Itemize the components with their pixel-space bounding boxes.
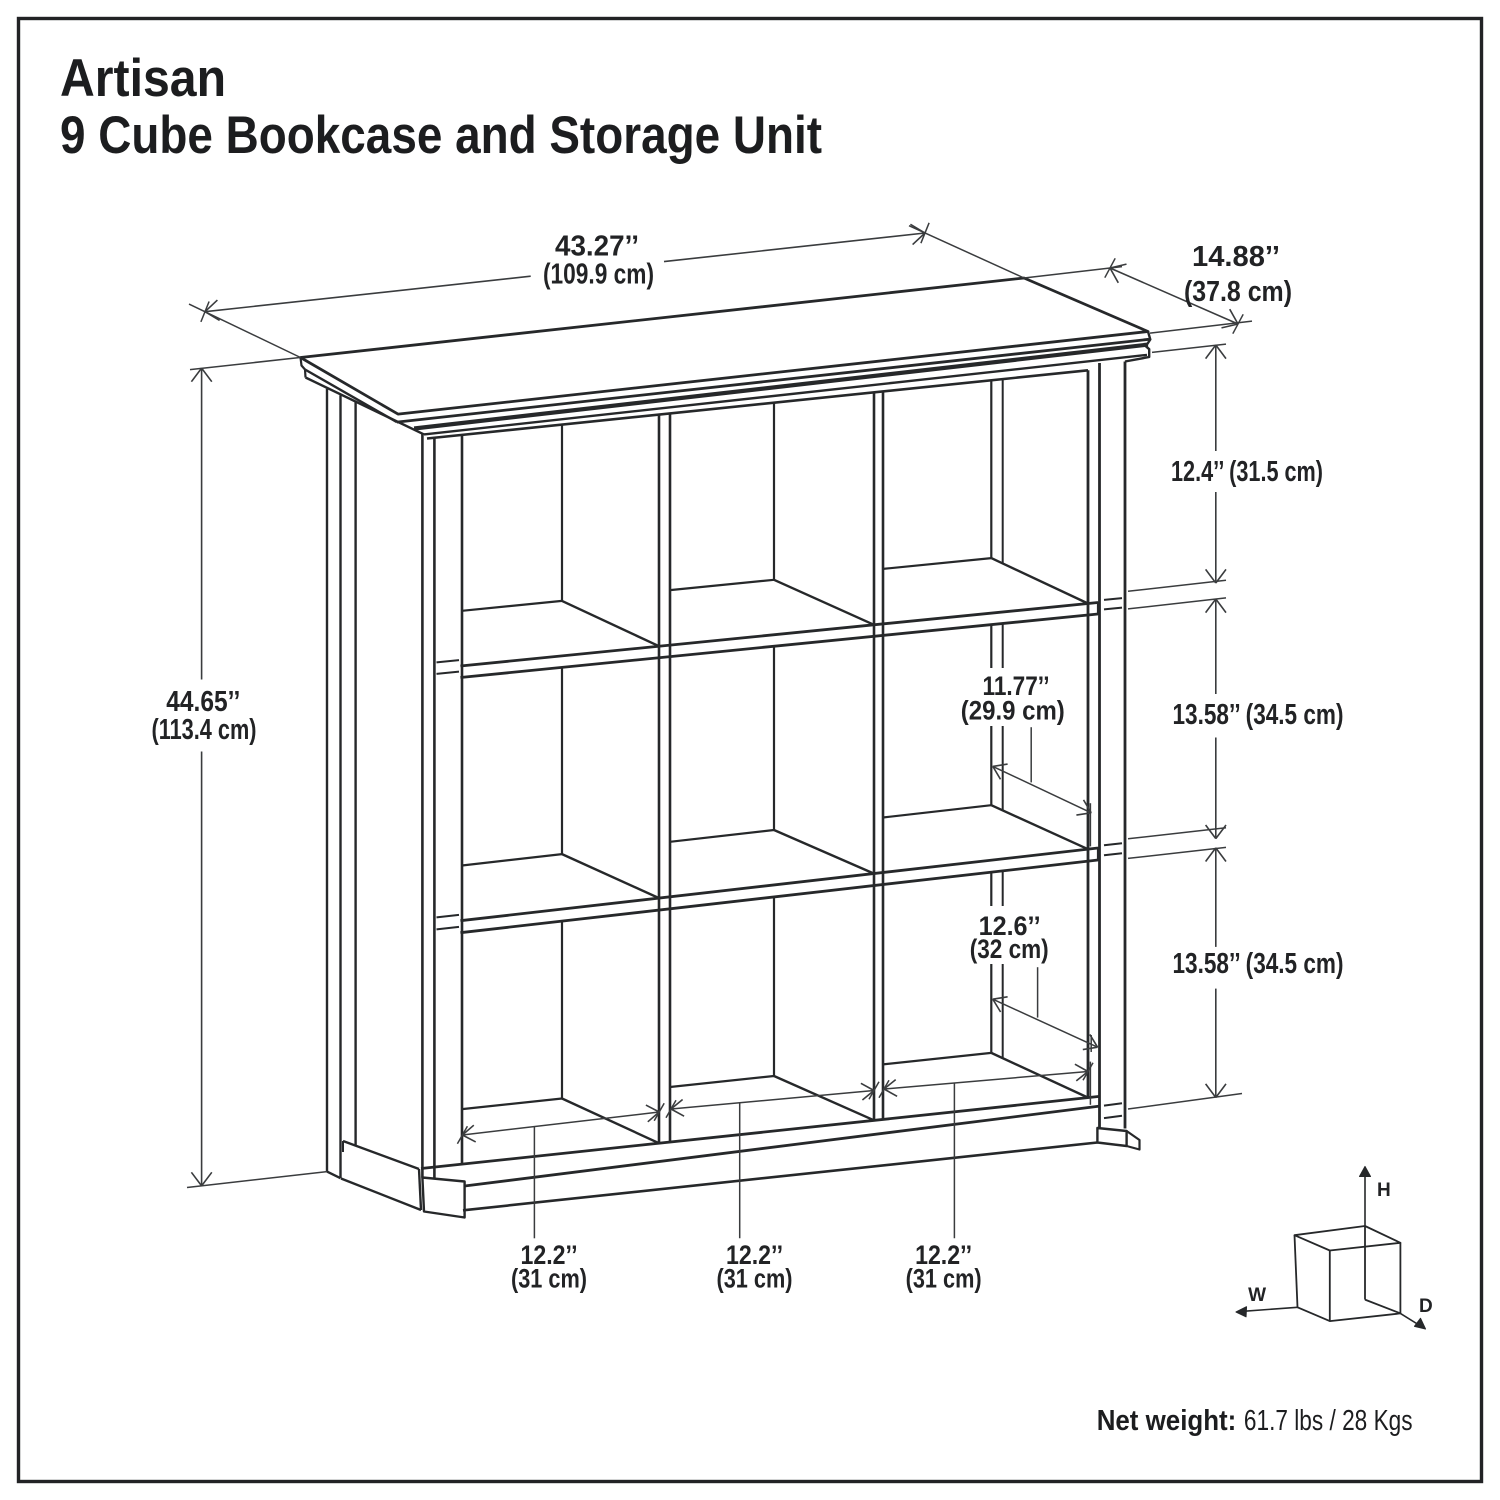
svg-text:(29.9 cm): (29.9 cm) — [961, 696, 1065, 726]
svg-text:(37.8 cm): (37.8 cm) — [1184, 276, 1292, 308]
svg-text:43.27’’: 43.27’’ — [555, 231, 639, 263]
svg-text:H: H — [1377, 1180, 1391, 1201]
svg-text:12.4’’ (31.5 cm): 12.4’’ (31.5 cm) — [1171, 456, 1323, 488]
svg-text:61.7 lbs / 28 Kgs: 61.7 lbs / 28 Kgs — [1244, 1405, 1413, 1437]
svg-text:13.58’’ (34.5 cm): 13.58’’ (34.5 cm) — [1173, 699, 1344, 731]
svg-text:W: W — [1248, 1285, 1266, 1306]
svg-text:Net weight:: Net weight: — [1097, 1405, 1237, 1437]
svg-text:12.2’’: 12.2’’ — [521, 1240, 578, 1270]
svg-text:44.65’’: 44.65’’ — [166, 686, 240, 718]
svg-text:D: D — [1419, 1296, 1433, 1317]
svg-text:(113.4 cm): (113.4 cm) — [152, 714, 257, 746]
svg-text:9 Cube Bookcase and Storage Un: 9 Cube Bookcase and Storage Unit — [60, 106, 822, 165]
svg-text:12.2’’: 12.2’’ — [915, 1240, 972, 1270]
svg-text:13.58’’ (34.5 cm): 13.58’’ (34.5 cm) — [1173, 948, 1344, 980]
svg-text:12.6’’: 12.6’’ — [979, 911, 1041, 941]
svg-text:(31 cm): (31 cm) — [511, 1264, 587, 1294]
svg-text:11.77’’: 11.77’’ — [983, 671, 1050, 701]
svg-text:(31 cm): (31 cm) — [717, 1264, 793, 1294]
svg-text:Artisan: Artisan — [60, 49, 226, 108]
svg-text:12.2’’: 12.2’’ — [726, 1240, 783, 1270]
svg-text:(109.9 cm): (109.9 cm) — [543, 259, 654, 291]
svg-text:14.88’’: 14.88’’ — [1192, 241, 1280, 273]
svg-text:(31 cm): (31 cm) — [906, 1264, 982, 1294]
svg-text:(32 cm): (32 cm) — [970, 934, 1049, 964]
